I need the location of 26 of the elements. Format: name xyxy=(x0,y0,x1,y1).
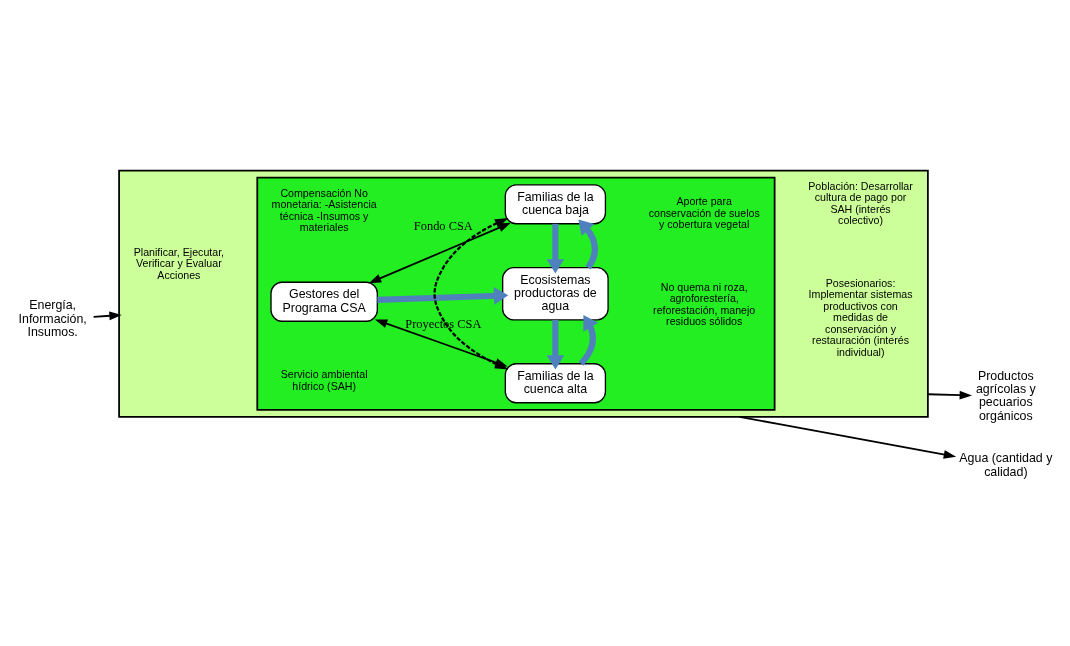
label: Servicio ambiental hídrico (SAH) xyxy=(280,368,368,392)
node-text: Energía, Información, Insumos. xyxy=(18,298,87,340)
arrow xyxy=(578,314,599,366)
arrow xyxy=(377,287,509,305)
arrow xyxy=(546,319,565,370)
node-box: Familias de la cuenca alta xyxy=(504,363,607,404)
arrow xyxy=(927,390,973,400)
label: Posesionarios: Implementar sistemas productivos con medidas de conservación y restauración (interés individual) xyxy=(808,276,913,358)
label: Planificar, Ejecutar, Verificar y Evaluar Acciones xyxy=(133,245,225,281)
edge-label: Fondo CSA xyxy=(413,219,473,234)
arrow xyxy=(738,416,957,459)
arrow xyxy=(546,223,565,274)
arrow xyxy=(92,311,122,321)
arrow xyxy=(368,222,511,284)
label: Compensación No monetaria: -Asistencia técnica -Insumos y materiales xyxy=(271,186,377,234)
label: No quema ni roza, agroforestería, reforestación, manejo residuos sólidos xyxy=(653,280,756,328)
edge-label: Proyectos CSA xyxy=(405,316,482,331)
node-text: Agua (cantidad y calidad) xyxy=(959,451,1053,479)
label: Aporte para conservación de suelos y cobertura vegetal xyxy=(648,195,760,231)
node-box: Gestores del Programa CSA xyxy=(270,281,378,322)
node-box: Familias de la cuenca baja xyxy=(504,184,607,225)
node-box: Ecosistemas productoras de agua xyxy=(502,266,609,321)
cluster xyxy=(256,176,776,411)
label: Población: Desarrollar cultura de pago por SAH (interés colectivo) xyxy=(808,179,913,227)
node-text: Productos agrícolas y pecuarios orgánicos xyxy=(975,368,1036,423)
cluster xyxy=(118,169,929,418)
